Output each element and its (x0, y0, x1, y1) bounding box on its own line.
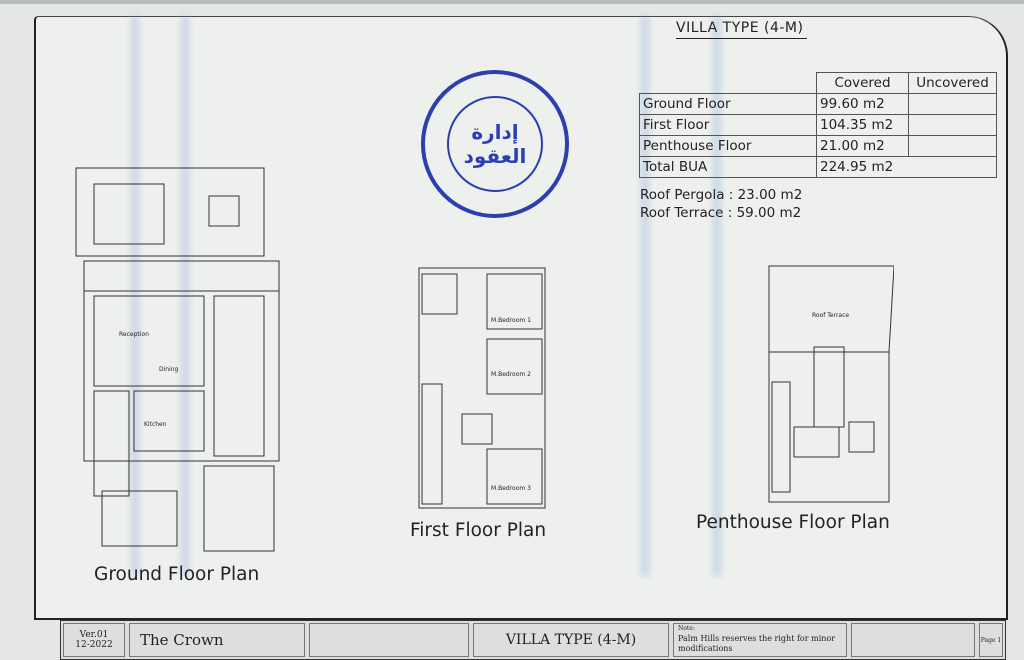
page-number: Page 1 (979, 623, 1003, 657)
row-label: Total BUA (639, 156, 817, 178)
penthouse-floor-plan-drawing: Roof Terrace (768, 265, 894, 503)
room-label: Kitchen (144, 421, 167, 428)
date: 12-2022 (75, 640, 113, 650)
room-label: M.Bedroom 2 (491, 371, 531, 378)
room-label: Reception (119, 331, 149, 338)
scan-streak (712, 16, 722, 576)
ground-floor-plan-drawing: Reception Dining Kitchen (75, 167, 280, 552)
covered-value: 21.00 m2 (816, 135, 909, 157)
empty-cell (309, 623, 469, 657)
room-label: Roof Terrace (812, 312, 849, 319)
uncovered-value (908, 93, 997, 115)
scan-streak (640, 16, 650, 576)
header-covered: Covered (816, 72, 909, 94)
penthouse-floor-plan-label: Penthouse Floor Plan (696, 512, 890, 533)
uncovered-value (908, 114, 997, 136)
ground-floor-plan-label: Ground Floor Plan (94, 564, 260, 585)
covered-value: 104.35 m2 (816, 114, 909, 136)
total-value: 224.95 m2 (816, 156, 997, 178)
villa-type-title: VILLA TYPE (4-M) (676, 20, 808, 39)
row-label: First Floor (639, 114, 817, 136)
room-label: Dining (159, 366, 179, 373)
covered-value: 99.60 m2 (816, 93, 909, 115)
note-cell: Note: Palm Hills reserves the right for m… (673, 623, 847, 657)
note-text: Palm Hills reserves the right for minor … (678, 634, 836, 653)
project-name: The Crown (129, 623, 305, 657)
row-label: Penthouse Floor (639, 135, 817, 157)
roof-pergola: Roof Pergola : 23.00 m2 (640, 187, 803, 203)
first-floor-plan-drawing: M.Bedroom 1 M.Bedroom 2 M.Bedroom 3 (418, 267, 546, 509)
first-floor-plan-label: First Floor Plan (410, 520, 547, 541)
room-label: M.Bedroom 1 (491, 317, 531, 324)
row-label: Ground Floor (639, 93, 817, 115)
header-uncovered: Uncovered (908, 72, 997, 94)
roof-areas: Roof Pergola : 23.00 m2 Roof Terrace : 5… (640, 186, 802, 222)
empty-cell (851, 623, 975, 657)
note-label: Note: (678, 625, 695, 632)
version: Ver.01 (79, 630, 109, 640)
villa-type-cell: VILLA TYPE (4-M) (473, 623, 669, 657)
roof-terrace: Roof Terrace : 59.00 m2 (640, 205, 802, 221)
uncovered-value (908, 135, 997, 157)
room-label: M.Bedroom 3 (491, 485, 531, 492)
